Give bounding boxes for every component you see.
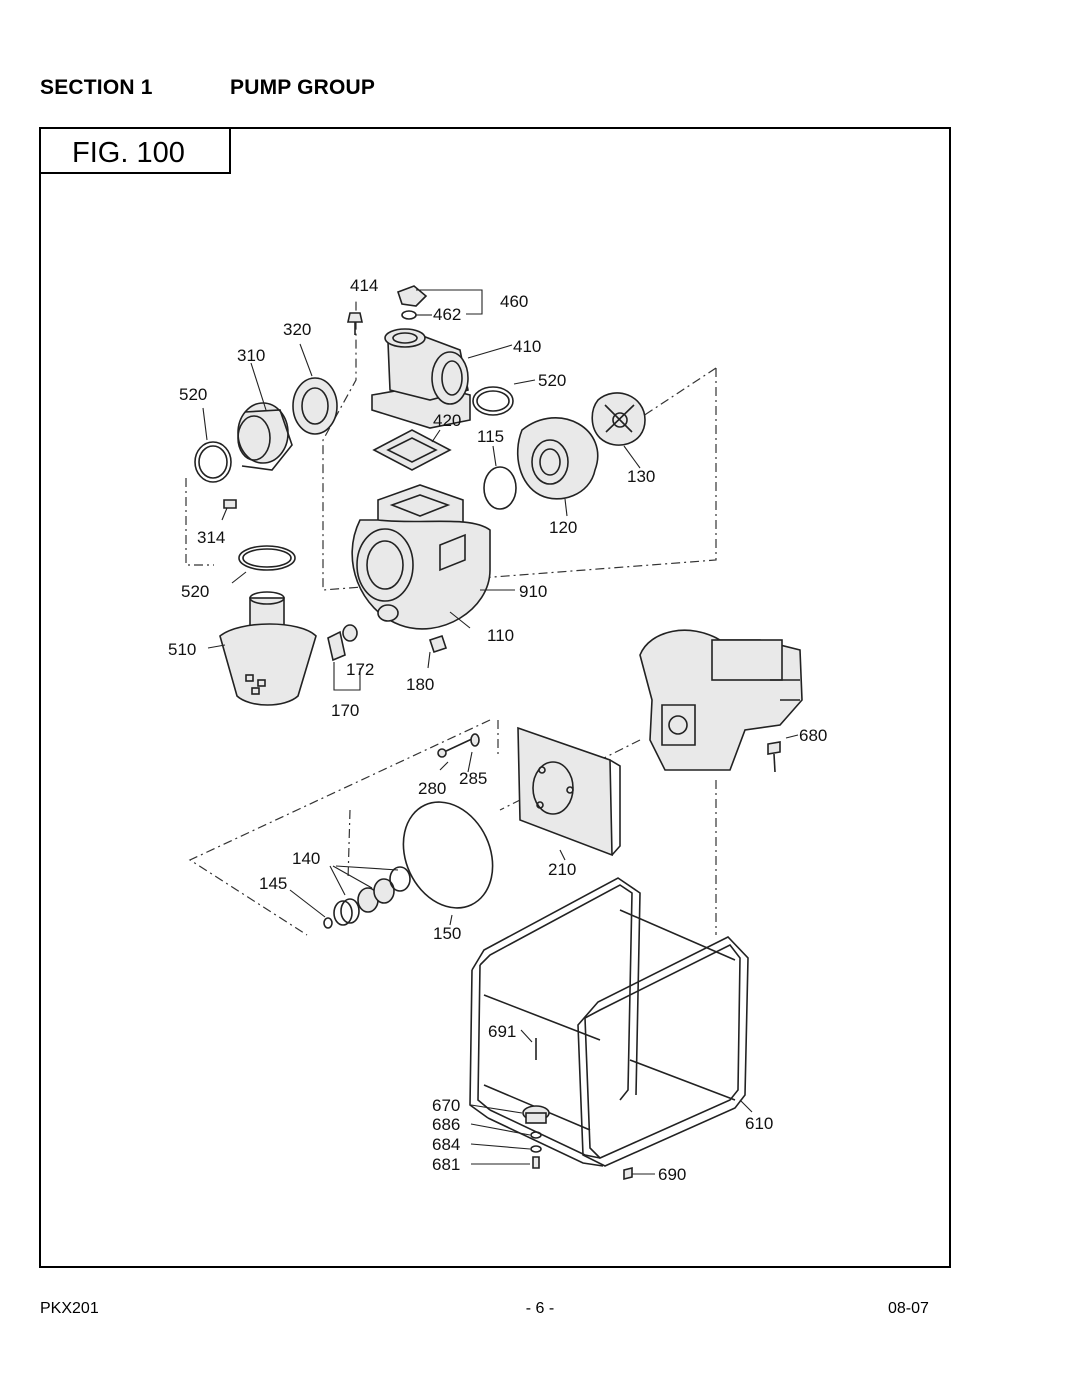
- washer-285: [467, 733, 480, 773]
- callout-410: 410: [513, 337, 541, 356]
- volute-casing-120: [516, 417, 599, 517]
- leader-410: [467, 344, 513, 359]
- callout-310: 310: [237, 346, 265, 365]
- callout-670: 670: [432, 1096, 460, 1115]
- callout-130: 130: [627, 467, 655, 486]
- hose-clamp-520-lower: [231, 545, 296, 584]
- callout-labels: 414 460 462 320 310 410 520 520 420 115 …: [168, 276, 827, 1184]
- callout-520-right: 520: [538, 371, 566, 390]
- callout-180: 180: [406, 675, 434, 694]
- callout-150: 150: [433, 924, 461, 943]
- callout-172: 172: [346, 660, 374, 679]
- hose-fitting-310: [237, 362, 293, 471]
- suction-elbow-410: [371, 328, 471, 429]
- callout-684: 684: [432, 1135, 460, 1154]
- figure-label: FIG. 100: [39, 127, 231, 174]
- bolt-280: [437, 737, 475, 771]
- callout-520-upper: 520: [179, 385, 207, 404]
- callout-681: 681: [432, 1155, 460, 1174]
- strainer-510: [207, 591, 317, 706]
- callout-314: 314: [197, 528, 225, 547]
- section-heading: SECTION 1 PUMP GROUP: [40, 76, 375, 100]
- mechanical-seal-140: [289, 865, 411, 929]
- callout-686: 686: [432, 1115, 460, 1134]
- hose-clamp-520-upper: [194, 407, 232, 483]
- figure-frame: [39, 127, 951, 1268]
- drain-plug-170: [327, 624, 361, 691]
- callout-110: 110: [487, 626, 514, 645]
- gasket-320: [292, 343, 338, 435]
- callout-510: 510: [168, 640, 196, 659]
- callout-462: 462: [433, 305, 461, 324]
- callout-320: 320: [283, 320, 311, 339]
- o-ring-115: [483, 445, 517, 510]
- pump-casing-110: [351, 484, 515, 630]
- callout-170: 170: [331, 701, 359, 720]
- callout-115: 115: [477, 427, 504, 446]
- callout-690: 690: [658, 1165, 686, 1184]
- callout-520-lower: 520: [181, 582, 209, 601]
- footer-page-number: - 6 -: [525, 1300, 555, 1317]
- priming-cap-460: [396, 285, 483, 320]
- drain-plug-180: [427, 634, 448, 669]
- callout-140: 140: [292, 849, 320, 868]
- callout-120: 120: [549, 518, 577, 537]
- bolt-414: [347, 312, 363, 335]
- section-title: PUMP GROUP: [230, 76, 376, 99]
- callout-910: 910: [519, 582, 547, 601]
- callout-280: 280: [418, 779, 446, 798]
- callout-691: 691: [488, 1022, 516, 1041]
- callout-210: 210: [548, 860, 576, 879]
- o-ring-150: [402, 801, 494, 926]
- bolt-680: [767, 741, 781, 773]
- section-number: SECTION 1: [40, 76, 153, 99]
- mounting-hardware: [470, 1029, 655, 1181]
- footer-model: PKX201: [40, 1300, 99, 1317]
- hose-clamp-520-right: [472, 379, 536, 416]
- adapter-plate-210: [517, 726, 621, 861]
- callout-145: 145: [259, 874, 287, 893]
- gasket-420: [372, 429, 452, 471]
- callout-285: 285: [459, 769, 487, 788]
- callout-414: 414: [350, 276, 378, 295]
- engine: [639, 629, 803, 771]
- bolt-314: [221, 499, 237, 521]
- callout-610: 610: [745, 1114, 773, 1133]
- footer-date: 08-07: [888, 1300, 929, 1317]
- callout-420: 420: [433, 411, 461, 430]
- callout-680: 680: [799, 726, 827, 745]
- impeller-130: [591, 392, 646, 469]
- callout-460: 460: [500, 292, 528, 311]
